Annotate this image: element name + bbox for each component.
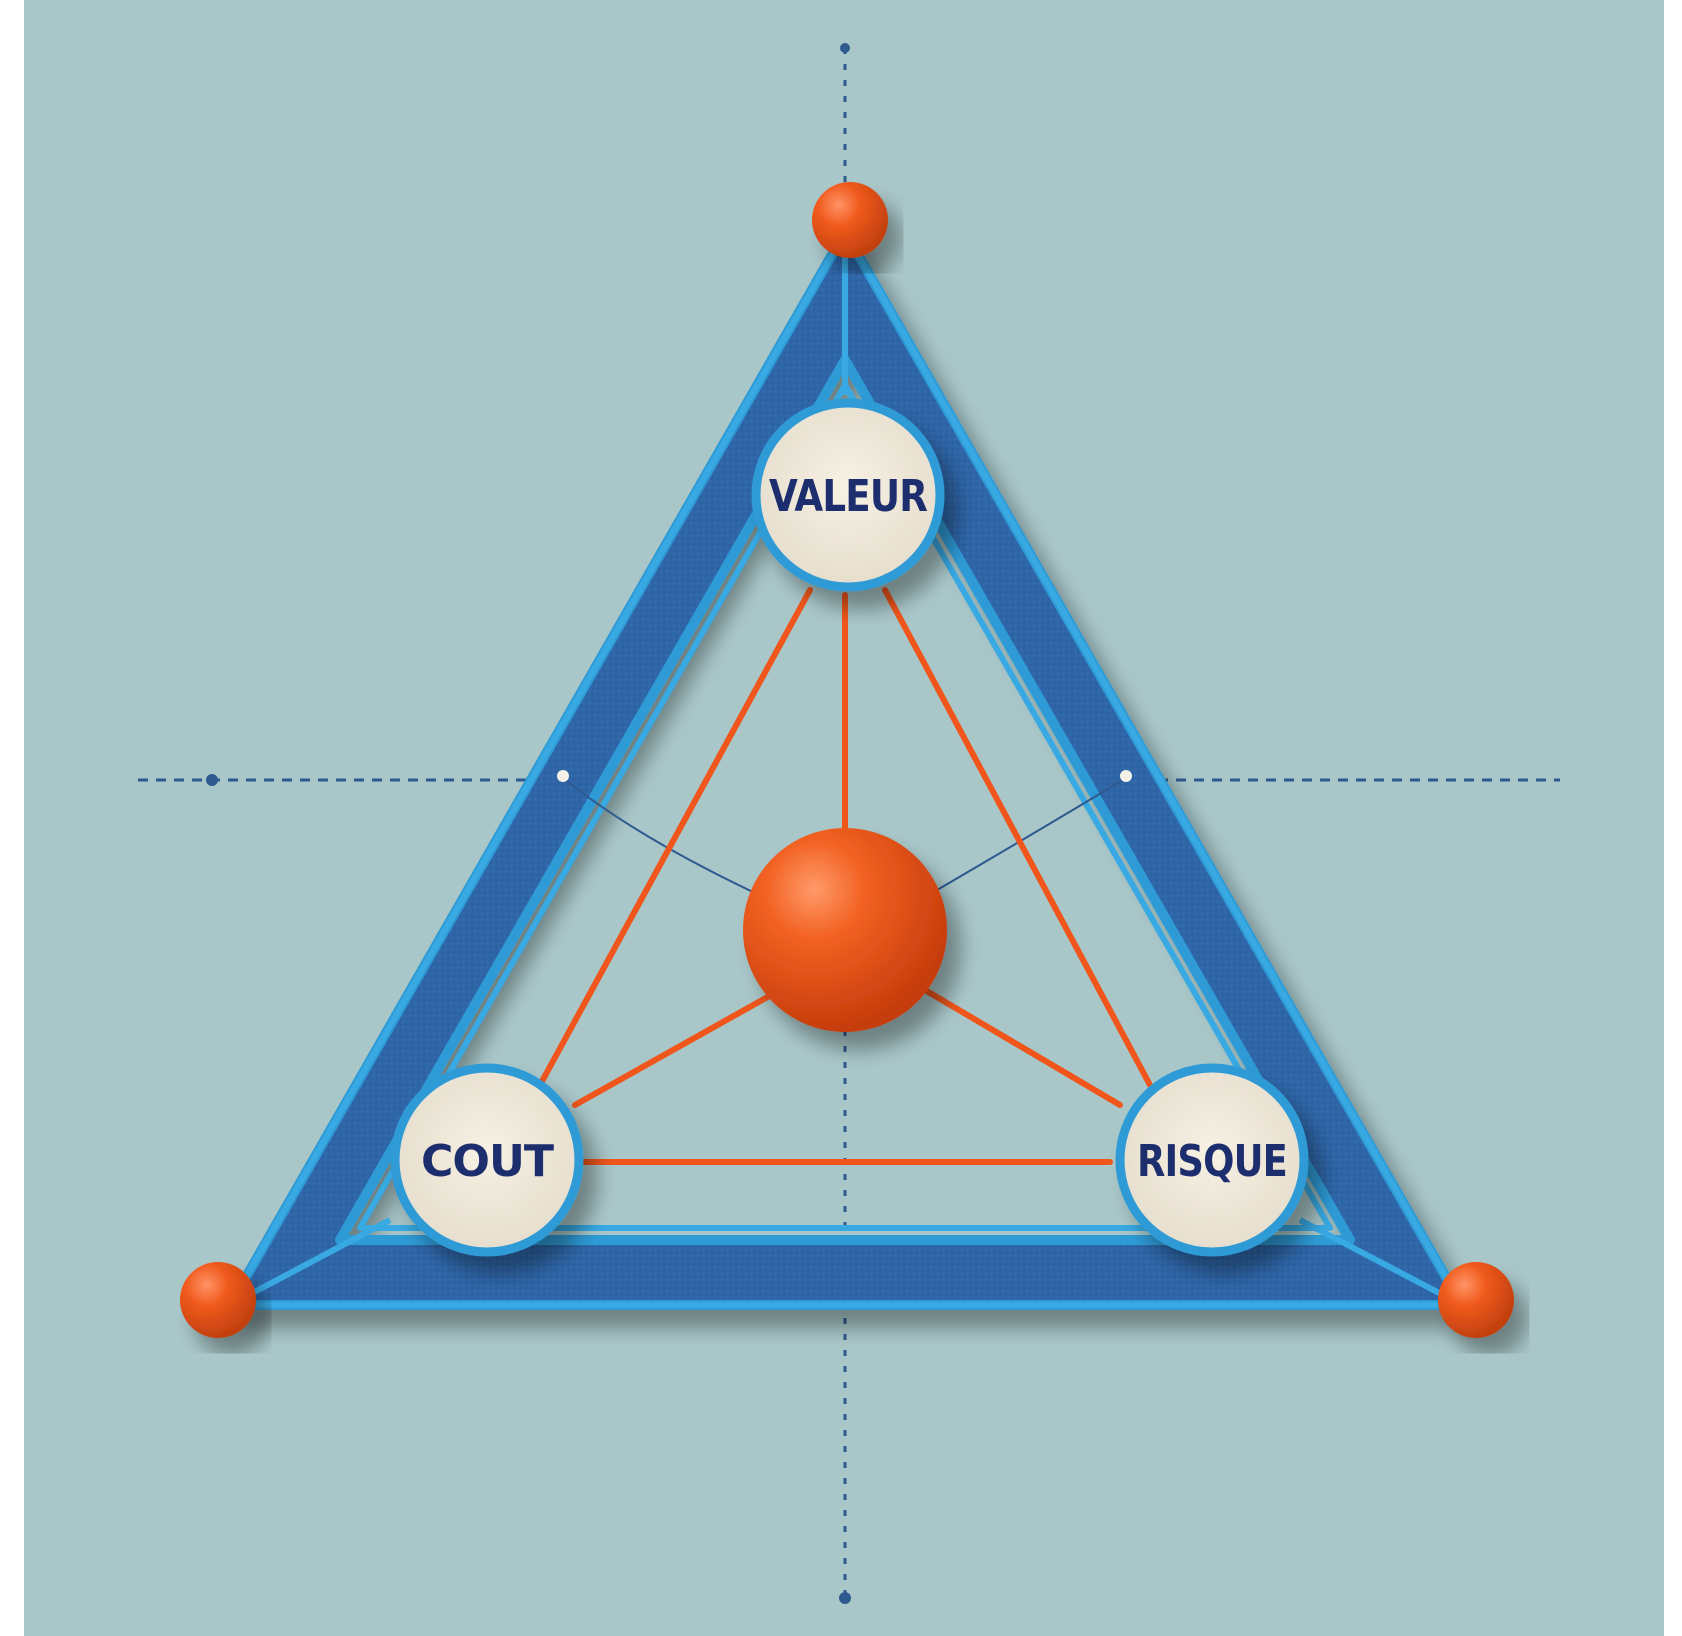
- node-label-cout: COUT: [421, 1136, 554, 1187]
- corner-ball-top: [812, 182, 888, 258]
- guide-dot-left: [206, 774, 218, 786]
- wire-anchor-right: [1120, 770, 1132, 782]
- guide-dot-top: [840, 43, 850, 53]
- node-cout: COUT: [395, 1068, 579, 1252]
- corner-ball-right: [1438, 1262, 1514, 1338]
- wire-anchor-left: [557, 770, 569, 782]
- node-label-valeur: VALEUR: [769, 471, 927, 522]
- node-label-risque: RISQUE: [1137, 1136, 1287, 1187]
- corner-ball-left: [180, 1262, 256, 1338]
- center-ball: [743, 828, 947, 1032]
- guide-dot-bottom: [839, 1592, 851, 1604]
- node-risque: RISQUE: [1120, 1068, 1304, 1252]
- node-valeur: VALEUR: [756, 403, 940, 587]
